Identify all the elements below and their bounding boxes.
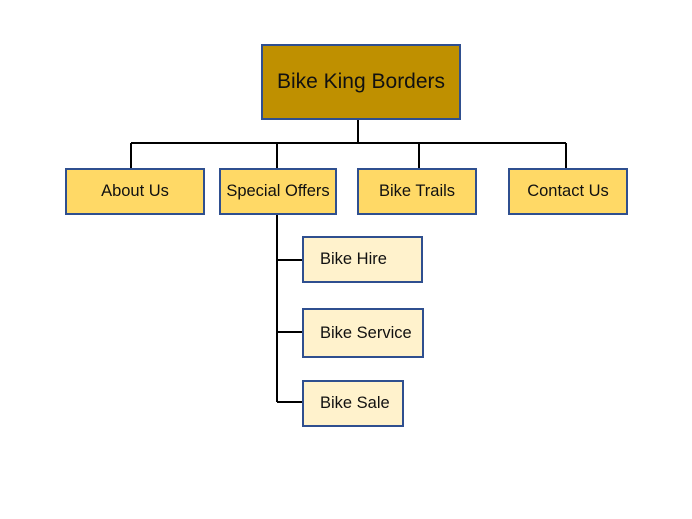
menu-label: Bike Trails [378, 182, 456, 200]
menu-node-special-offers: Special Offers [219, 168, 337, 215]
submenu-node-bike-hire: Bike Hire [302, 236, 423, 283]
submenu-node-bike-sale: Bike Sale [302, 380, 404, 427]
menu-label: Contact Us [527, 182, 609, 200]
menu-label: About Us [101, 182, 169, 200]
submenu-label: Bike Hire [320, 250, 387, 268]
submenu-node-bike-service: Bike Service [302, 308, 424, 358]
menu-node-bike-trails: Bike Trails [357, 168, 477, 215]
menu-node-about-us: About Us [65, 168, 205, 215]
root-node: Bike King Borders [261, 44, 461, 120]
submenu-label: Bike Sale [320, 394, 390, 412]
menu-label: Special Offers [226, 182, 330, 200]
root-label: Bike King Borders [276, 70, 446, 93]
submenu-label: Bike Service [320, 323, 412, 342]
menu-node-contact-us: Contact Us [508, 168, 628, 215]
